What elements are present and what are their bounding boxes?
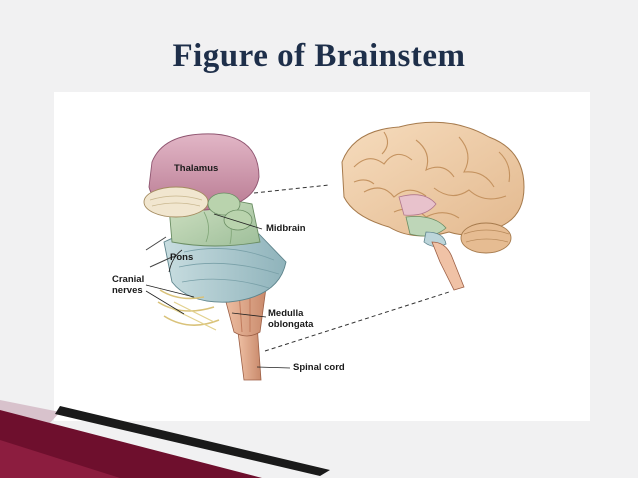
label-medulla-oblongata: Medulla oblongata — [268, 308, 314, 330]
label-pons: Pons — [170, 252, 194, 263]
brainstem-illustration — [143, 121, 525, 381]
slide-title: Figure of Brainstem — [172, 38, 466, 74]
decorative-corner-accent — [0, 400, 330, 478]
pineal-region-shape — [143, 186, 209, 218]
label-thalamus: Thalamus — [174, 163, 219, 174]
cerebellum-shape — [460, 222, 512, 254]
label-spinal-cord: Spinal cord — [293, 362, 345, 373]
label-cranial-nerves: Cranial nerves — [112, 274, 145, 296]
label-midbrain: Midbrain — [266, 223, 306, 234]
cerebrum-shape — [341, 121, 525, 237]
brainstem-figure: Thalamus Midbrain Pons Cranial nerves Me… — [54, 92, 590, 421]
brain-stem-stalk-shape — [431, 241, 465, 291]
